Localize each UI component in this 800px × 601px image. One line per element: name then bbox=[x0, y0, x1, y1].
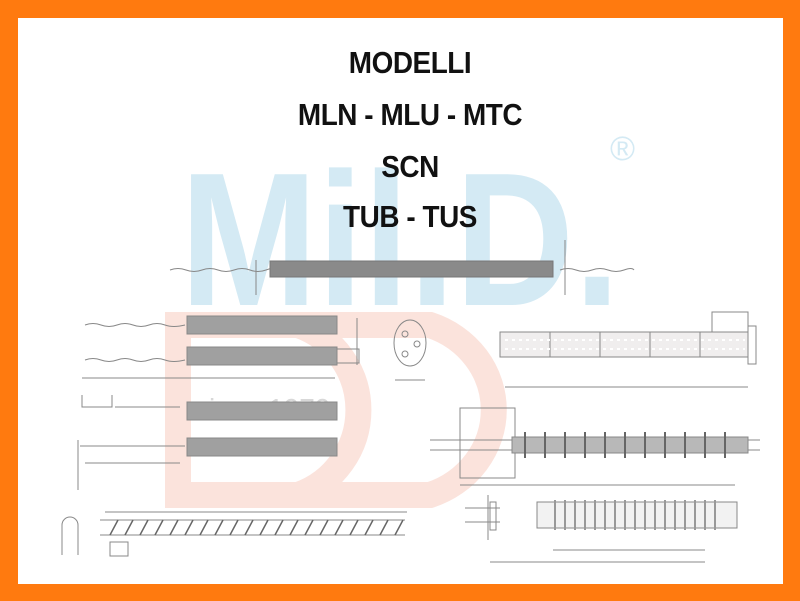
watermark-registered: ® bbox=[610, 130, 635, 168]
title-line-2: MLN - MLU - MTC bbox=[297, 97, 523, 132]
drawing-spiral-heater bbox=[61, 511, 407, 557]
drawing-mlu-heaters bbox=[82, 315, 360, 379]
title-line-3: SCN bbox=[381, 149, 439, 184]
drawing-tus-heater bbox=[465, 495, 738, 563]
drawing-flange bbox=[393, 319, 427, 381]
drawing-tub-heater bbox=[430, 407, 760, 486]
drawing-scn-heater bbox=[499, 311, 757, 388]
watermark-brand: Mil.D. bbox=[180, 134, 620, 346]
watermark-dd-logo bbox=[165, 312, 507, 508]
title-line-1: MODELLI bbox=[348, 45, 472, 80]
drawing-mtc-heaters bbox=[77, 395, 338, 490]
drawing-mln-heater bbox=[169, 240, 635, 295]
title-line-4: TUB - TUS bbox=[343, 199, 477, 234]
